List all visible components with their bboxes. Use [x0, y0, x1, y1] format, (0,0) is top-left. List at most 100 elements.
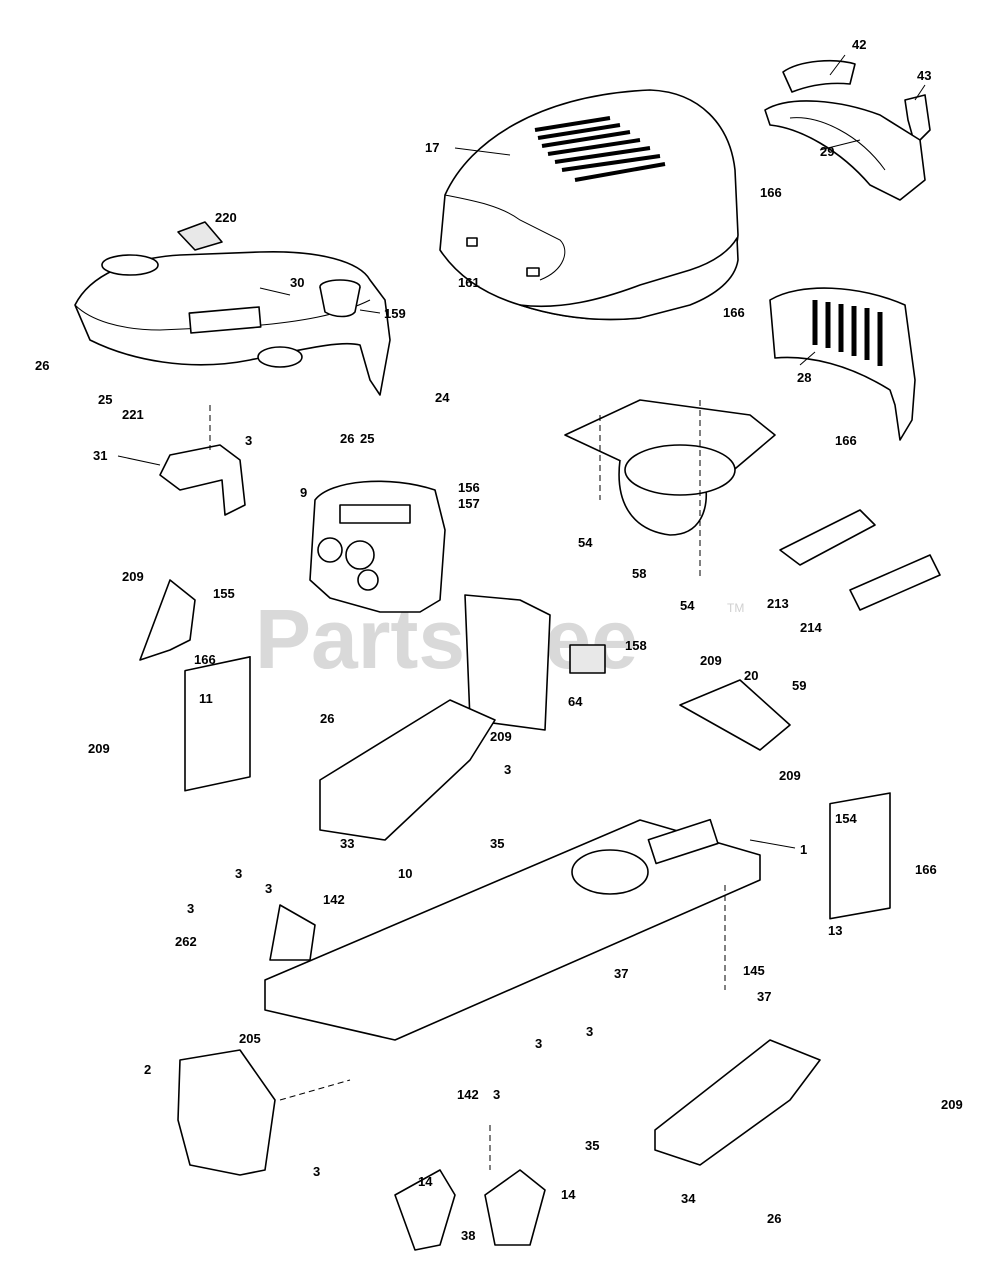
label-155: 155 [213, 586, 235, 601]
label-24: 24 [435, 390, 450, 405]
leader-lines [117, 54, 926, 1170]
label-10: 10 [398, 866, 412, 881]
watermark-trademark: TM [727, 601, 744, 615]
cup-holder-part [319, 279, 361, 318]
label-26b: 26 [340, 431, 354, 446]
label-11: 11 [199, 691, 213, 706]
label-156: 156 [458, 480, 480, 495]
label-166: 166 [760, 185, 782, 200]
footrest-33-part [319, 699, 496, 841]
label-33: 33 [340, 836, 354, 851]
bracket-38b-part [484, 1169, 546, 1246]
bracket-64-part [464, 594, 551, 731]
lens-part [782, 59, 856, 93]
label-25b: 25 [360, 431, 374, 446]
label-3c: 3 [235, 866, 242, 881]
footrest-34-part [654, 1039, 821, 1166]
bracket-155-part [139, 579, 196, 661]
label-54b: 54 [680, 598, 695, 613]
label-213: 213 [767, 596, 789, 611]
plate-20-part [679, 679, 791, 751]
label-30: 30 [290, 275, 304, 290]
label-262: 262 [175, 934, 197, 949]
label-209c: 209 [88, 741, 110, 756]
label-166b: 166 [723, 305, 745, 320]
label-26: 26 [35, 358, 49, 373]
label-2: 2 [144, 1062, 151, 1077]
label-54a: 54 [578, 535, 593, 550]
label-161: 161 [458, 275, 480, 290]
label-43: 43 [917, 68, 931, 83]
grille-frame-part [764, 100, 926, 201]
part-labels: 42 43 17 29 166 220 30 159 161 26 25 221… [35, 37, 963, 1243]
label-3i: 3 [313, 1164, 320, 1179]
panel-214-part [849, 554, 941, 611]
label-3h: 3 [493, 1087, 500, 1102]
label-166e: 166 [915, 862, 937, 877]
label-154: 154 [835, 811, 857, 826]
label-26c: 26 [320, 711, 334, 726]
engine-shroud-part [564, 399, 776, 536]
frame-part [264, 818, 761, 1041]
label-58: 58 [632, 566, 646, 581]
label-3d: 3 [187, 901, 194, 916]
label-209d: 209 [490, 729, 512, 744]
label-17: 17 [425, 140, 439, 155]
label-205: 205 [239, 1031, 261, 1046]
label-25: 25 [98, 392, 112, 407]
plate-11-part [184, 656, 251, 792]
bracket-142-part [269, 904, 316, 961]
label-64: 64 [568, 694, 583, 709]
label-14a: 14 [418, 1174, 433, 1189]
label-145: 145 [743, 963, 765, 978]
panel-213-part [779, 509, 876, 566]
label-37a: 37 [614, 966, 628, 981]
label-37b: 37 [757, 989, 771, 1004]
lever-part [177, 221, 223, 251]
label-38: 38 [461, 1228, 475, 1243]
bracket-38-part [394, 1169, 456, 1251]
label-42: 42 [852, 37, 866, 52]
label-209a: 209 [122, 569, 144, 584]
label-29: 29 [820, 144, 834, 159]
label-209e: 209 [779, 768, 801, 783]
dash-bracket-part [159, 444, 246, 516]
dash-panel-part [74, 250, 391, 396]
label-14b: 14 [561, 1187, 576, 1202]
label-20: 20 [744, 668, 758, 683]
label-34: 34 [681, 1191, 696, 1206]
grille-part [769, 287, 916, 441]
switch-part [569, 644, 606, 674]
label-35a: 35 [490, 836, 504, 851]
label-1: 1 [800, 842, 807, 857]
label-3e: 3 [265, 881, 272, 896]
front-panel-part [177, 1049, 276, 1176]
plate-13-part [829, 792, 891, 920]
label-158: 158 [625, 638, 647, 653]
label-28: 28 [797, 370, 811, 385]
label-31: 31 [93, 448, 107, 463]
label-209f: 209 [941, 1097, 963, 1112]
label-142b: 142 [457, 1087, 479, 1102]
label-13: 13 [828, 923, 842, 938]
label-166d: 166 [194, 652, 216, 667]
label-3f: 3 [586, 1024, 593, 1039]
label-157: 157 [458, 496, 480, 511]
label-142a: 142 [323, 892, 345, 907]
label-221: 221 [122, 407, 144, 422]
label-214: 214 [800, 620, 822, 635]
lens-right-part [904, 94, 931, 146]
label-3a: 3 [245, 433, 252, 448]
label-159: 159 [384, 306, 406, 321]
label-220: 220 [215, 210, 237, 225]
label-3b: 3 [504, 762, 511, 777]
label-26d: 26 [767, 1211, 781, 1226]
label-209b: 209 [700, 653, 722, 668]
label-59: 59 [792, 678, 806, 693]
console-part [309, 480, 446, 613]
label-35b: 35 [585, 1138, 599, 1153]
hood-part [439, 89, 739, 321]
label-9: 9 [300, 485, 307, 500]
label-3g: 3 [535, 1036, 542, 1051]
